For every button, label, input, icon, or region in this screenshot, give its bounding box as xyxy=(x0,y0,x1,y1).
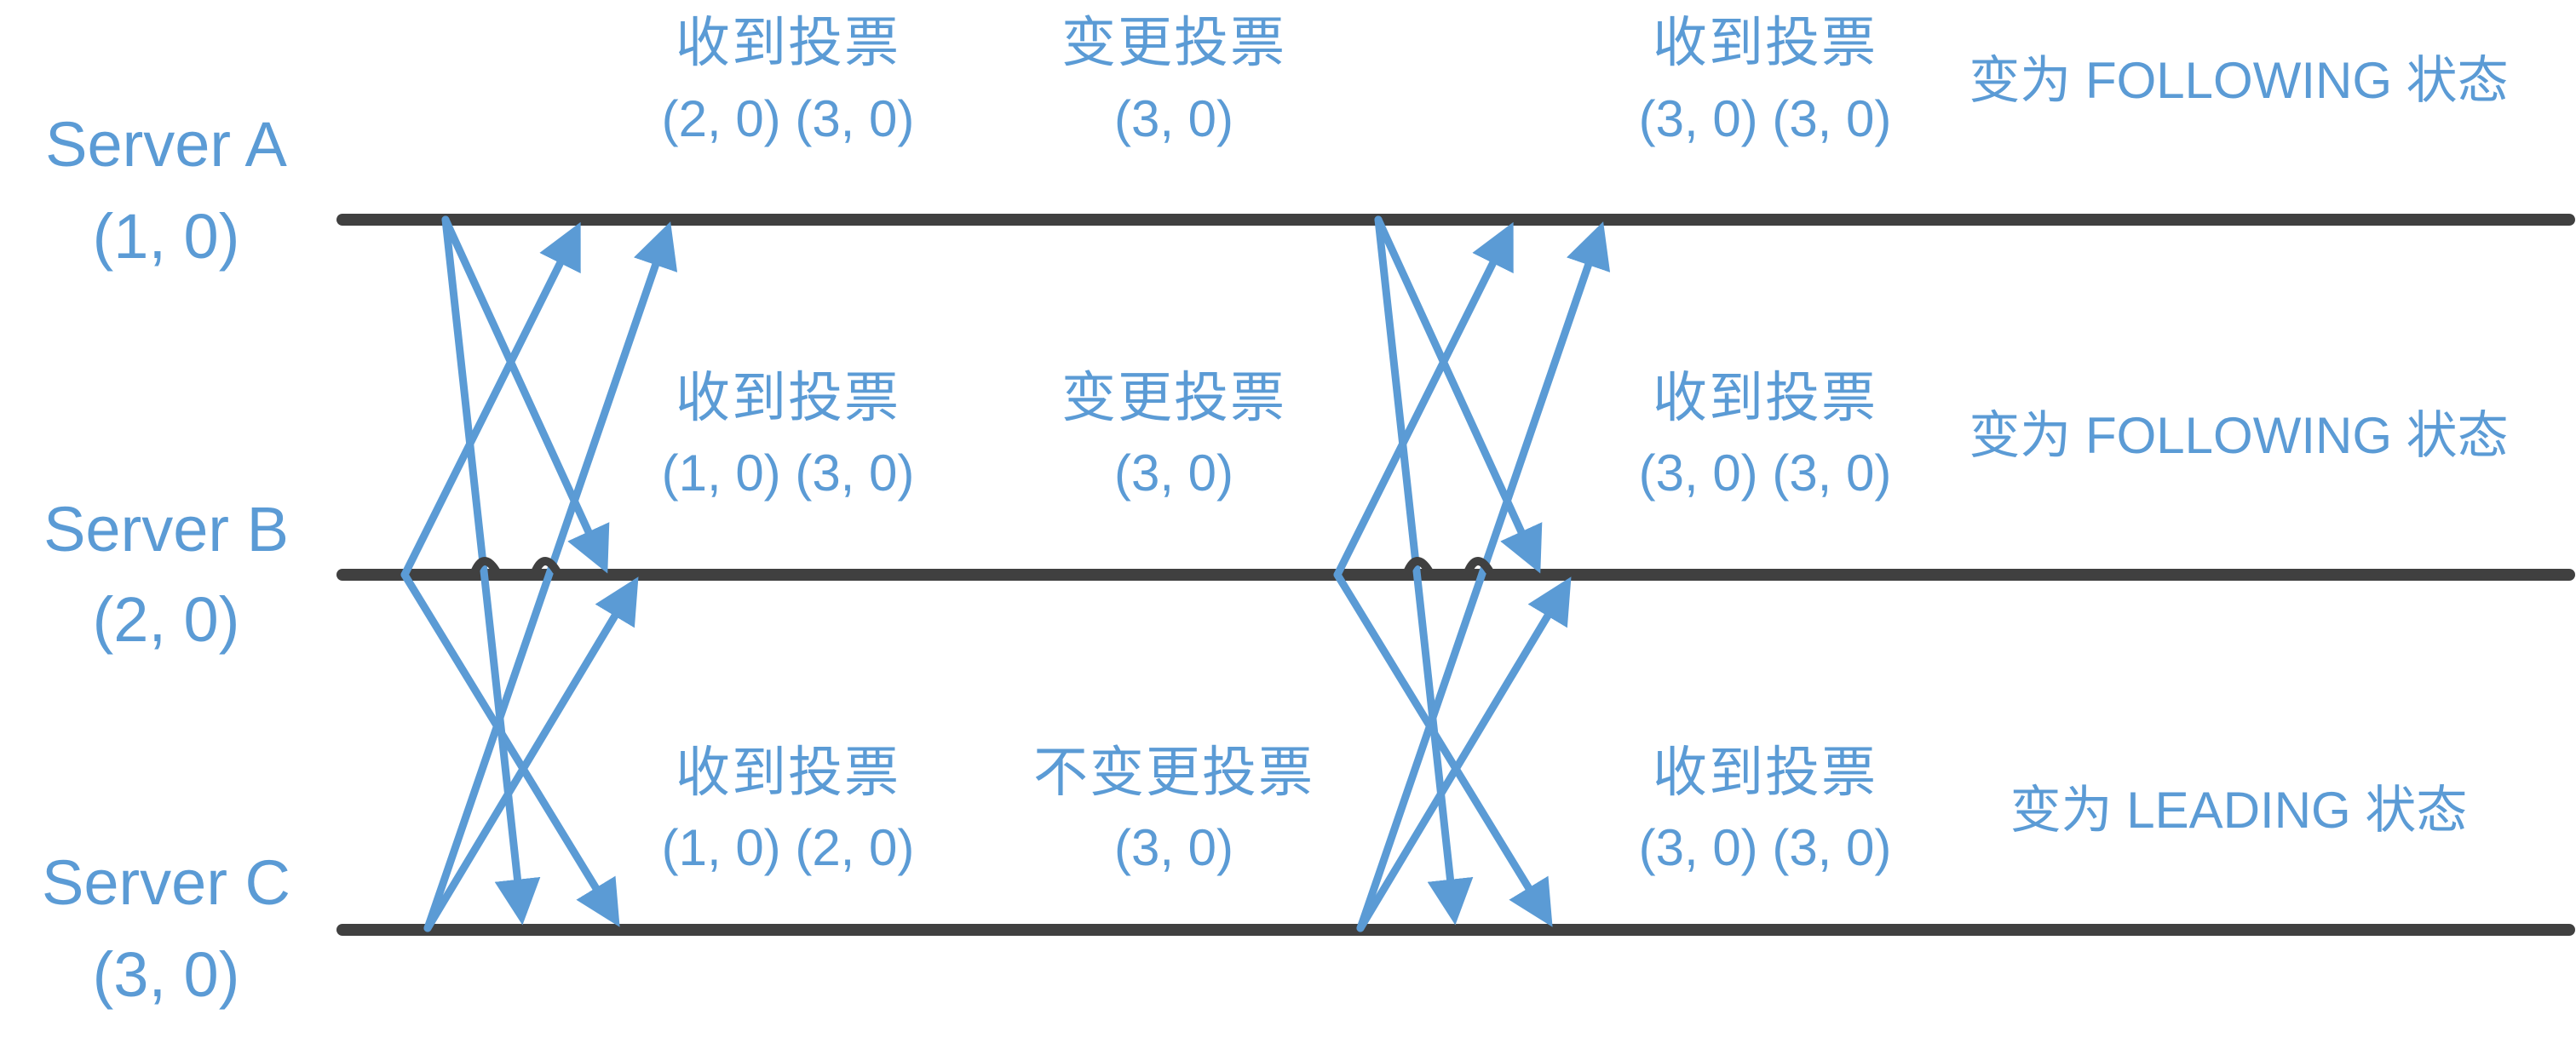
message-a-to-b xyxy=(441,215,610,574)
message-a-to-b xyxy=(1374,215,1543,574)
row-a-decision-vote: (3, 0) xyxy=(1113,90,1234,147)
row-c-decision-vote: (3, 0) xyxy=(1113,819,1234,876)
message-round-2 xyxy=(1333,215,1611,932)
row-a-received-title: 收到投票 xyxy=(676,12,900,73)
row-a-received2-votes: (3, 0) (3, 0) xyxy=(1638,90,1892,147)
row-c-received2-title: 收到投票 xyxy=(1653,742,1877,803)
row-c-decision-title: 不变更投票 xyxy=(1033,742,1314,803)
row-a-final-state: 变为 FOLLOWING 状态 xyxy=(1969,52,2509,109)
message-b-to-c xyxy=(400,571,620,927)
server-b-initial-vote: (2, 0) xyxy=(92,584,240,655)
server-c-initial-vote: (3, 0) xyxy=(92,939,240,1010)
row-b-received-title: 收到投票 xyxy=(676,367,900,428)
message-b-to-a xyxy=(1333,221,1514,579)
row-b-received2-votes: (3, 0) (3, 0) xyxy=(1638,444,1892,502)
timelines xyxy=(336,214,2575,936)
message-a-to-c xyxy=(1374,215,1474,926)
row-a-received2-title: 收到投票 xyxy=(1653,12,1877,73)
server-a-name: Server A xyxy=(45,109,287,180)
row-c-received2-votes: (3, 0) (3, 0) xyxy=(1638,819,1892,876)
server-b-name: Server B xyxy=(43,494,289,565)
row-b-final-state: 变为 FOLLOWING 状态 xyxy=(1969,407,2509,464)
hop-bump xyxy=(1404,557,1433,575)
row-a-received-votes: (2, 0) (3, 0) xyxy=(661,90,915,147)
message-b-to-a xyxy=(400,221,581,579)
row-c-final-state: 变为 LEADING 状态 xyxy=(2010,782,2468,839)
row-c-received-votes: (1, 0) (2, 0) xyxy=(661,819,915,876)
message-c-to-a xyxy=(423,221,678,932)
row-a-decision-title: 变更投票 xyxy=(1061,12,1286,73)
row-b-decision-vote: (3, 0) xyxy=(1113,444,1234,502)
message-c-to-b xyxy=(423,576,639,932)
row-b-received-votes: (1, 0) (3, 0) xyxy=(661,444,915,502)
message-b-to-c xyxy=(1333,571,1553,927)
hop-bump xyxy=(532,557,561,575)
row-b-decision-title: 变更投票 xyxy=(1061,367,1286,428)
message-a-to-c xyxy=(441,215,541,926)
row-b-received2-title: 收到投票 xyxy=(1653,367,1877,428)
message-c-to-b xyxy=(1356,576,1572,932)
row-c-received-title: 收到投票 xyxy=(676,742,900,803)
hop-bump xyxy=(1464,557,1493,575)
server-c-name: Server C xyxy=(42,847,290,918)
hop-bump xyxy=(471,557,500,575)
message-c-to-a xyxy=(1356,221,1611,932)
server-a-initial-vote: (1, 0) xyxy=(92,201,240,272)
message-round-1 xyxy=(400,215,678,932)
